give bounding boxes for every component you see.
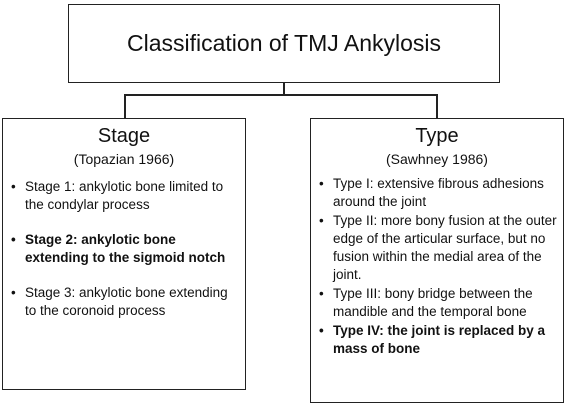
bullet-icon: • — [319, 213, 324, 228]
bullet-icon: • — [11, 285, 16, 300]
type-item: • Type III: bony bridge between the mandi… — [311, 285, 557, 321]
bullet-icon: • — [11, 232, 16, 247]
stage-header-box: Stage (Topazian 1966) — [2, 118, 246, 174]
connector-vertical-top — [283, 83, 285, 95]
stage-list: • Stage 1: ankylotic bone limited to the … — [3, 172, 245, 320]
stage-list-box: • Stage 1: ankylotic bone limited to the … — [2, 172, 246, 390]
bullet-icon: • — [11, 179, 16, 194]
stage-item: • Stage 1: ankylotic bone limited to the … — [3, 178, 237, 214]
type-item: • Type II: more bony fusion at the outer … — [311, 212, 557, 284]
stage-item-text: Stage 2: ankylotic bone extending to the… — [25, 232, 226, 265]
type-item-text: Type III: bony bridge between the mandib… — [333, 286, 533, 319]
connector-horizontal — [124, 94, 437, 96]
type-source: (Sawhney 1986) — [386, 151, 488, 167]
bullet-icon: • — [319, 323, 324, 338]
stage-item-text: Stage 3: ankylotic bone extending to the… — [25, 285, 228, 318]
bullet-icon: • — [319, 286, 324, 301]
title-box: Classification of TMJ Ankylosis — [68, 4, 500, 83]
diagram-title: Classification of TMJ Ankylosis — [126, 30, 441, 56]
stage-source: (Topazian 1966) — [73, 151, 175, 167]
type-heading: Type — [415, 125, 459, 147]
stage-heading: Stage — [97, 125, 151, 147]
type-list: • Type I: extensive fibrous adhesions aro… — [311, 171, 563, 358]
connector-left-drop — [124, 94, 126, 118]
bullet-icon: • — [319, 176, 324, 191]
type-item: • Type IV: the joint is replaced by a mas… — [311, 322, 557, 358]
type-item-text: Type IV: the joint is replaced by a mass… — [333, 323, 546, 356]
type-item: • Type I: extensive fibrous adhesions aro… — [311, 175, 557, 211]
type-list-box: • Type I: extensive fibrous adhesions aro… — [310, 171, 564, 403]
type-item-text: Type II: more bony fusion at the outer e… — [333, 213, 557, 282]
stage-item-text: Stage 1: ankylotic bone limited to the c… — [25, 179, 224, 212]
type-item-text: Type I: extensive fibrous adhesions arou… — [333, 176, 544, 209]
stage-item: • Stage 2: ankylotic bone extending to th… — [3, 231, 237, 267]
stage-item: • Stage 3: ankylotic bone extending to th… — [3, 284, 237, 320]
connector-right-drop — [436, 94, 438, 118]
type-header-box: Type (Sawhney 1986) — [310, 118, 564, 173]
